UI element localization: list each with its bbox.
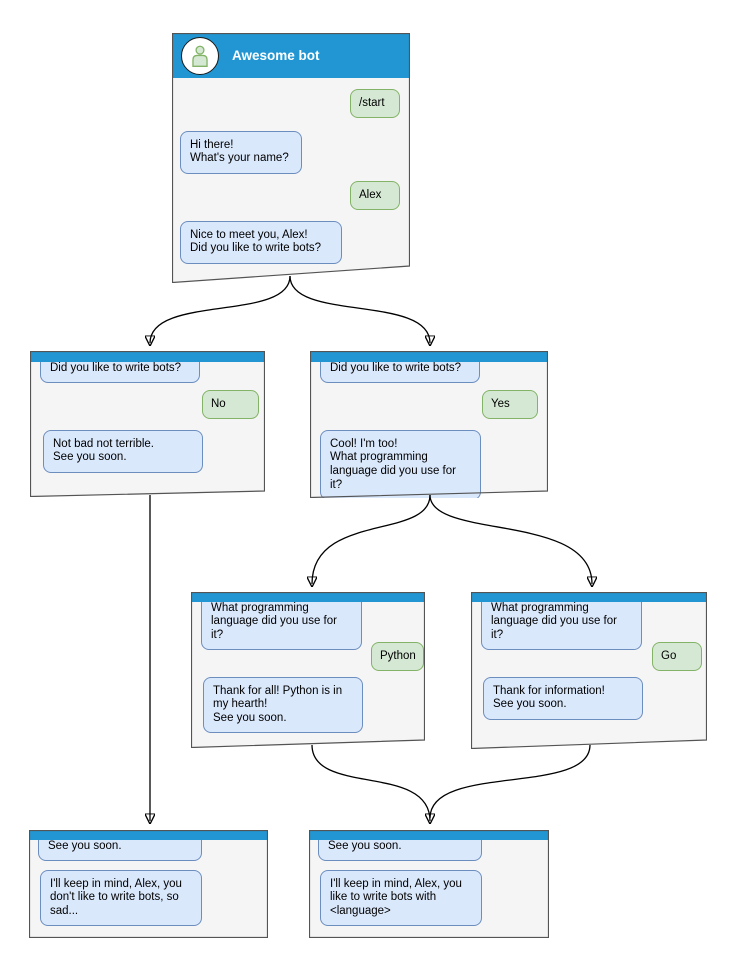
chat-window-branch-no: Did you like to write bots? No Not bad n…	[30, 351, 265, 497]
user-message-bubble: /start	[350, 89, 400, 118]
user-message-bubble: Yes	[482, 390, 538, 419]
bot-message-bubble: I'll keep in mind, Alex, you don't like …	[40, 870, 202, 927]
arrow-root-to-no	[150, 275, 291, 343]
bot-message-bubble: Not bad not terrible. See you soon.	[43, 430, 203, 473]
chat-window-end-yes: See you soon. I'll keep in mind, Alex, y…	[309, 830, 549, 938]
window-title-bar	[309, 830, 549, 840]
bot-message-bubble: Thank for all! Python is in my hearth! S…	[203, 677, 363, 734]
arrow-yes-to-python	[312, 494, 431, 584]
user-message-bubble: Python	[371, 642, 424, 671]
bot-title: Awesome bot	[232, 48, 320, 63]
bot-message-bubble: Thank for information! See you soon.	[483, 677, 643, 720]
bot-message-bubble: What programming language did you use fo…	[481, 594, 642, 651]
person-icon	[192, 45, 208, 67]
arrow-python-to-end	[311, 744, 430, 821]
window-title-bar: Awesome bot	[172, 33, 410, 78]
chat-window-branch-python: What programming language did you use fo…	[191, 592, 425, 748]
user-message-bubble: Go	[652, 642, 702, 671]
bot-avatar	[181, 36, 219, 75]
arrow-yes-to-go	[429, 494, 592, 584]
bot-message-bubble: Hi there! What's your name?	[180, 131, 302, 174]
window-title-bar	[30, 351, 265, 362]
bot-message-bubble: Cool! I'm too! What programming language…	[320, 430, 481, 498]
window-title-bar	[310, 351, 548, 362]
chat-window-end-no: See you soon. I'll keep in mind, Alex, y…	[29, 830, 268, 938]
chat-window-root: Awesome bot /start Hi there! What's your…	[172, 33, 410, 283]
chat-window-branch-go: What programming language did you use fo…	[471, 592, 707, 749]
arrow-root-to-yes	[289, 275, 430, 343]
window-title-bar	[471, 592, 707, 602]
window-title-bar	[29, 830, 268, 840]
arrow-go-to-end	[429, 744, 591, 819]
bot-message-bubble: What programming language did you use fo…	[201, 594, 362, 651]
bot-message-bubble: I'll keep in mind, Alex, you like to wri…	[320, 870, 482, 927]
bot-message-bubble: Nice to meet you, Alex! Did you like to …	[180, 221, 342, 264]
window-title-bar	[191, 592, 425, 602]
user-message-bubble: No	[202, 390, 259, 419]
user-message-bubble: Alex	[350, 181, 400, 210]
chat-window-branch-yes: Did you like to write bots? Yes Cool! I'…	[310, 351, 548, 498]
